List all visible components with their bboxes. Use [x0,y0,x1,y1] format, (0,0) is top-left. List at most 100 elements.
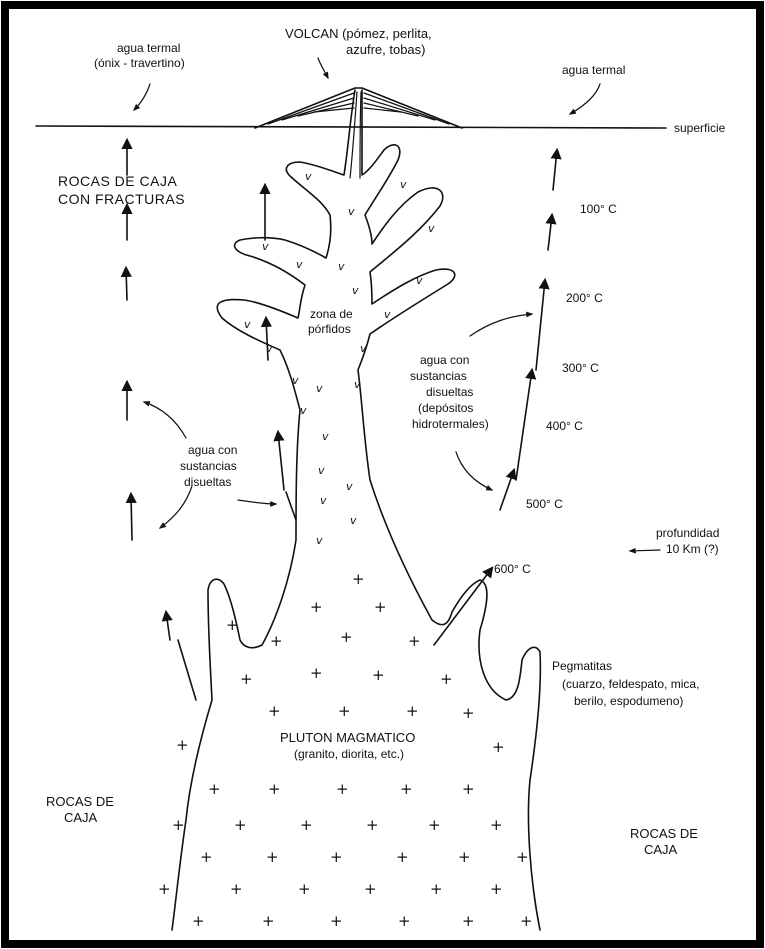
svg-text:+: + [330,912,343,930]
svg-text:+: + [266,848,279,866]
label-rocas-right-2: CAJA [644,842,678,857]
svg-text:+: + [352,570,365,588]
label-superficie: superficie [674,121,726,135]
svg-text:v: v [305,170,312,183]
svg-text:+: + [268,702,281,720]
label-pegmatitas-2: (cuarzo, feldespato, mica, [562,677,699,691]
temperature-labels: 100° C 200° C 300° C 400° C 500° C 600° … [494,202,617,576]
svg-text:+: + [372,666,385,684]
svg-text:+: + [176,736,189,754]
label-zona-porfidos-1: zona de [310,307,353,321]
label-zona-porfidos-2: pórfidos [308,322,351,336]
svg-text:+: + [234,816,247,834]
temp-200: 200° C [566,291,603,305]
svg-text:+: + [310,598,323,616]
svg-text:v: v [292,374,299,387]
svg-text:+: + [340,628,353,646]
diagram-labels: VOLCAN (pómez, perlita, azufre, tobas) a… [46,26,726,857]
temp-600: 600° C [494,562,531,576]
label-pluton-2: (granito, diorita, etc.) [294,747,404,761]
svg-text:v: v [266,342,273,355]
fracture-arrows-left [126,140,196,700]
svg-text:+: + [430,880,443,898]
svg-text:v: v [244,318,251,331]
label-profundidad-2: 10 Km (?) [666,542,719,556]
svg-text:+: + [298,880,311,898]
label-agua-right-1: agua con [420,353,469,367]
svg-text:v: v [416,274,423,287]
label-volcan-1: VOLCAN (pómez, perlita, [285,26,432,41]
svg-text:v: v [346,480,353,493]
label-agua-left-2: sustancias [180,459,237,473]
label-rocas-left-1: ROCAS DE [46,794,114,809]
svg-text:v: v [352,284,359,297]
temp-500: 500° C [526,497,563,511]
volcano-conduit-right [360,92,361,178]
svg-text:+: + [458,848,471,866]
pluton-body-outline [172,90,540,930]
label-pegmatitas-1: Pegmatitas [552,659,612,673]
label-agua-right-2: sustancias [410,369,467,383]
svg-text:+: + [400,780,413,798]
label-volcan-2: azufre, tobas) [346,42,426,57]
svg-text:+: + [338,702,351,720]
svg-text:v: v [262,240,269,253]
label-rocas-left-2: CAJA [64,810,98,825]
svg-text:v: v [428,222,435,235]
svg-text:v: v [316,382,323,395]
svg-text:+: + [490,880,503,898]
svg-text:+: + [396,848,409,866]
label-agua-termal-right: agua termal [562,63,625,77]
svg-text:+: + [462,704,475,722]
svg-text:v: v [384,308,391,321]
svg-text:+: + [192,912,205,930]
svg-text:+: + [310,664,323,682]
svg-text:+: + [336,780,349,798]
label-rocas-fracturas-1: ROCAS DE CAJA [58,173,177,189]
svg-text:+: + [516,848,529,866]
svg-text:+: + [268,780,281,798]
svg-text:+: + [406,702,419,720]
svg-text:+: + [200,848,213,866]
label-agua-right-5: hidrotermales) [412,417,489,431]
label-rocas-fracturas-2: CON FRACTURAS [58,191,185,207]
svg-text:v: v [360,342,367,355]
surface-line [36,126,666,128]
label-agua-right-3: disueltas [426,385,473,399]
svg-text:v: v [338,260,345,273]
svg-text:+: + [226,616,239,634]
svg-text:v: v [318,464,325,477]
svg-text:+: + [366,816,379,834]
frame-border [5,5,760,944]
svg-text:+: + [398,912,411,930]
svg-text:+: + [230,880,243,898]
svg-text:v: v [300,404,307,417]
svg-text:+: + [520,912,533,930]
svg-text:+: + [300,816,313,834]
svg-text:+: + [262,912,275,930]
label-pegmatitas-3: berilo, espodumeno) [574,694,683,708]
porphyry-marks: v v v v v v v v v v v v v v v v v v v v … [244,170,435,547]
svg-text:+: + [330,848,343,866]
label-agua-termal-left-2: (ónix - travertino) [94,56,185,70]
svg-text:v: v [322,430,329,443]
svg-text:v: v [350,514,357,527]
svg-text:+: + [408,632,421,650]
svg-text:+: + [158,880,171,898]
svg-text:v: v [320,494,327,507]
svg-text:+: + [428,816,441,834]
svg-text:v: v [348,205,355,218]
svg-text:v: v [296,258,303,271]
svg-text:+: + [490,816,503,834]
svg-text:+: + [208,780,221,798]
volcano-cone [255,88,462,128]
svg-text:+: + [364,880,377,898]
label-pluton-1: PLUTON MAGMATICO [280,730,415,745]
label-agua-left-1: agua con [188,443,237,457]
label-profundidad-1: profundidad [656,526,719,540]
svg-text:v: v [400,178,407,191]
svg-text:+: + [462,780,475,798]
label-agua-left-3: disueltas [184,475,231,489]
svg-text:+: + [172,816,185,834]
